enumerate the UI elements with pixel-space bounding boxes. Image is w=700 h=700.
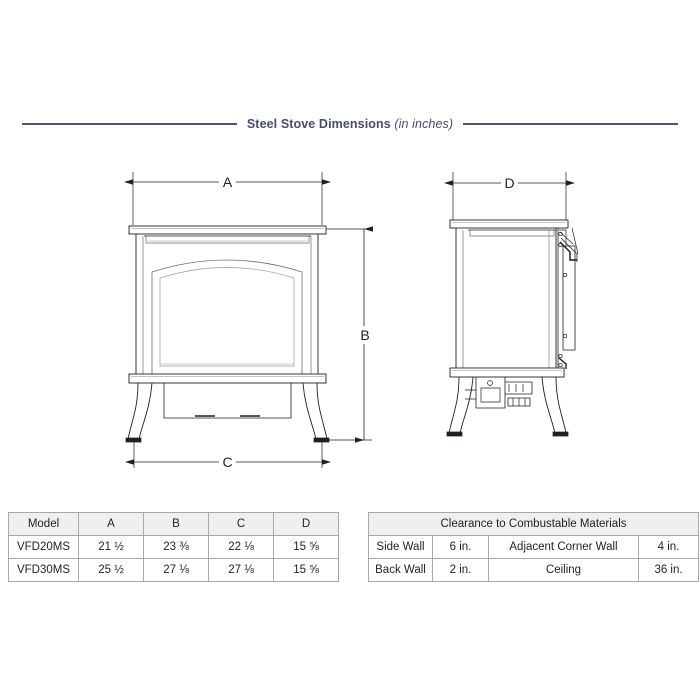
- cell-a: 21 ½: [78, 535, 144, 559]
- cell-label-ceiling: Ceiling: [488, 558, 639, 582]
- dimension-label-c: C: [222, 454, 232, 470]
- dimensions-table: Model A B C D VFD20MS 21 ½ 23 ⅜ 22 ⅛ 15 …: [8, 512, 339, 582]
- side-view-group: [444, 172, 579, 437]
- col-header-model: Model: [8, 512, 79, 536]
- technical-drawing: A B C D: [0, 150, 700, 490]
- cell-model: VFD20MS: [8, 535, 79, 559]
- cell-b: 27 ⅛: [143, 558, 209, 582]
- page-title-units: (in inches): [394, 117, 454, 131]
- cell-value-ceiling: 36 in.: [637, 558, 700, 582]
- stove-drawing-svg: A B C D: [124, 172, 579, 471]
- dimension-label-b: B: [360, 327, 369, 343]
- cell-d: 15 ⅝: [273, 558, 339, 582]
- table-row: Side Wall 6 in. Adjacent Corner Wall 4 i…: [368, 535, 700, 559]
- page-title: Steel Stove Dimensions (in inches): [247, 117, 453, 131]
- cell-value-side-wall: 6 in.: [432, 535, 489, 559]
- col-header-d: D: [273, 512, 339, 536]
- cell-label-side-wall: Side Wall: [368, 535, 433, 559]
- cell-a: 25 ½: [78, 558, 144, 582]
- col-header-b: B: [143, 512, 209, 536]
- table-row: VFD20MS 21 ½ 23 ⅜ 22 ⅛ 15 ⅝: [8, 535, 339, 559]
- cell-c: 27 ⅛: [208, 558, 274, 582]
- cell-label-adjacent-corner-wall: Adjacent Corner Wall: [488, 535, 639, 559]
- section-title-band: Steel Stove Dimensions (in inches): [0, 112, 700, 136]
- clearance-table-title: Clearance to Combustable Materials: [367, 512, 700, 536]
- col-header-c: C: [208, 512, 274, 536]
- page-title-main: Steel Stove Dimensions: [246, 117, 391, 131]
- title-rule-left: [22, 123, 237, 125]
- cell-c: 22 ⅛: [208, 535, 274, 559]
- table-header-row: Clearance to Combustable Materials: [367, 512, 700, 536]
- table-row: Back Wall 2 in. Ceiling 36 in.: [368, 558, 700, 582]
- cell-d: 15 ⅝: [273, 535, 339, 559]
- cell-model: VFD30MS: [8, 558, 79, 582]
- cell-b: 23 ⅜: [143, 535, 209, 559]
- front-view-group: [124, 172, 373, 468]
- table-row: VFD30MS 25 ½ 27 ⅛ 27 ⅛ 15 ⅝: [8, 558, 339, 582]
- cell-label-back-wall: Back Wall: [368, 558, 433, 582]
- title-rule-right: [463, 123, 679, 125]
- col-header-a: A: [78, 512, 144, 536]
- dimension-label-a: A: [223, 174, 233, 190]
- clearance-table: Clearance to Combustable Materials Side …: [367, 512, 700, 582]
- cell-value-back-wall: 2 in.: [432, 558, 489, 582]
- dimension-label-d: D: [504, 175, 514, 191]
- cell-value-adjacent-corner-wall: 4 in.: [637, 535, 700, 559]
- table-header-row: Model A B C D: [8, 512, 339, 536]
